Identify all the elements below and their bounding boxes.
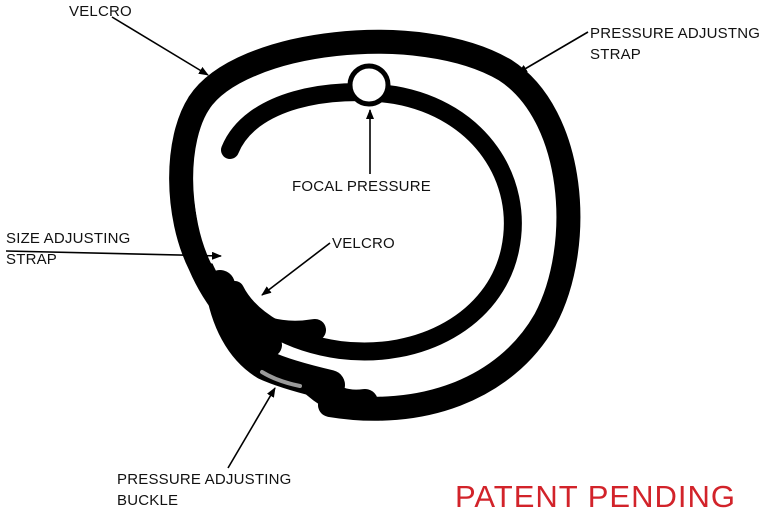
focal-pressure-text: FOCAL PRESSURE	[292, 178, 431, 195]
focal-pressure-circle	[347, 63, 391, 107]
velcro-overlap	[214, 289, 326, 343]
buckle-highlight	[260, 370, 302, 388]
pointer-pressure-strap	[517, 31, 589, 74]
pressure-strap-label: PRESSURE ADJUSTNG STRAP	[590, 23, 760, 65]
pointer-velcro-mid	[261, 242, 331, 296]
velcro-mid-label: VELCRO	[332, 233, 395, 254]
velcro-top-text: VELCRO	[69, 3, 132, 20]
size-strap-line2: STRAP	[6, 251, 58, 268]
patent-pending-text: PATENT PENDING	[455, 479, 736, 514]
buckle-loop	[302, 372, 378, 416]
inner-strap	[221, 83, 522, 361]
strap-gap-line	[210, 60, 547, 389]
size-strap-label: SIZE ADJUSTING STRAP	[6, 228, 131, 270]
buckle-label: PRESSURE ADJUSTING BUCKLE	[117, 469, 291, 511]
pointer-velcro-top	[111, 16, 209, 76]
velcro-top-label: VELCRO	[69, 1, 132, 22]
velcro-mid-text: VELCRO	[332, 235, 395, 252]
pointer-lines	[5, 16, 589, 469]
outer-strap	[187, 29, 581, 421]
pointer-size-strap	[5, 250, 222, 260]
left-strap-gap	[193, 118, 214, 264]
pointer-buckle	[227, 387, 276, 469]
focal-pressure-label: FOCAL PRESSURE	[292, 176, 431, 197]
strap-body	[169, 29, 581, 421]
pressure-strap-line2: STRAP	[590, 46, 642, 63]
buckle-line1: PRESSURE ADJUSTING	[117, 471, 292, 488]
buckle-line2: BUCKLE	[117, 492, 179, 509]
size-strap-line1: SIZE ADJUSTING	[6, 230, 131, 247]
pressure-strap-line1: PRESSURE ADJUSTNG	[590, 25, 761, 42]
